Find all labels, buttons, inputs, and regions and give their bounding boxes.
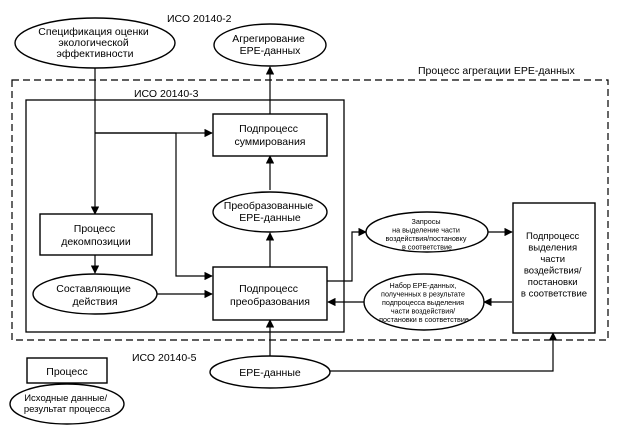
- arrow-epe-to-allocation: [330, 332, 558, 372]
- dataset-ellipse: [363, 273, 485, 331]
- iso-20140-2-label: ИСО 20140-2: [167, 13, 232, 25]
- iso-20140-5-label: ИСО 20140-5: [132, 352, 197, 364]
- aggregation-process-label: Процесс агрегации ЕРЕ-данных: [418, 65, 575, 77]
- aggregation-process-boundary: [11, 79, 609, 341]
- arrow-transformation-to-requests: [327, 227, 367, 282]
- legend: Процесс Исходные данные/ результат проце…: [24, 366, 111, 415]
- requests-ellipse: [365, 211, 489, 253]
- epe-data-ellipse: [209, 355, 331, 389]
- dataset-text: Набор ЕРЕ-данных, полученных в результат…: [379, 281, 469, 324]
- components-ellipse: [32, 273, 158, 315]
- aggregating-text: Агрегирование ЕРЕ-данных: [232, 33, 308, 57]
- spec-ellipse: [14, 17, 176, 69]
- decomposition-text: Процесс декомпозиции: [61, 223, 131, 248]
- allocation-text: Подпроцесс выделения части воздействия/ …: [521, 231, 587, 300]
- iso-20140-3-label: ИСО 20140-3: [134, 88, 199, 100]
- connectors: [90, 66, 558, 372]
- legend-io-ellipse: [9, 383, 125, 425]
- arrow-spec-to-transformation: [95, 132, 213, 281]
- iso-20140-3-boundary: [25, 99, 345, 333]
- transformation-text: Подпроцесс преобразования: [230, 283, 310, 308]
- legend-process-text: Процесс: [46, 366, 87, 378]
- transformed-ellipse: [212, 191, 328, 233]
- summation-text: Подпроцесс суммирования: [234, 123, 305, 148]
- legend-io-text: Исходные данные/ результат процесса: [24, 393, 111, 415]
- summation-box: [212, 113, 328, 157]
- aggregating-ellipse: [213, 23, 327, 67]
- allocation-box: [512, 202, 596, 334]
- transformed-text: Преобразованные ЕРЕ-данные: [224, 200, 316, 224]
- node-texts: Спецификация оценки экологической эффект…: [38, 26, 587, 379]
- epe-data-text: ЕРЕ-данные: [239, 367, 301, 379]
- legend-process-box: [26, 357, 108, 384]
- transformation-box: [212, 266, 328, 321]
- components-text: Составляющие действия: [56, 283, 134, 308]
- spec-text: Спецификация оценки экологической эффект…: [38, 26, 151, 60]
- decomposition-box: [39, 213, 153, 256]
- requests-text: Запросы на выделение части воздействия/п…: [386, 217, 469, 252]
